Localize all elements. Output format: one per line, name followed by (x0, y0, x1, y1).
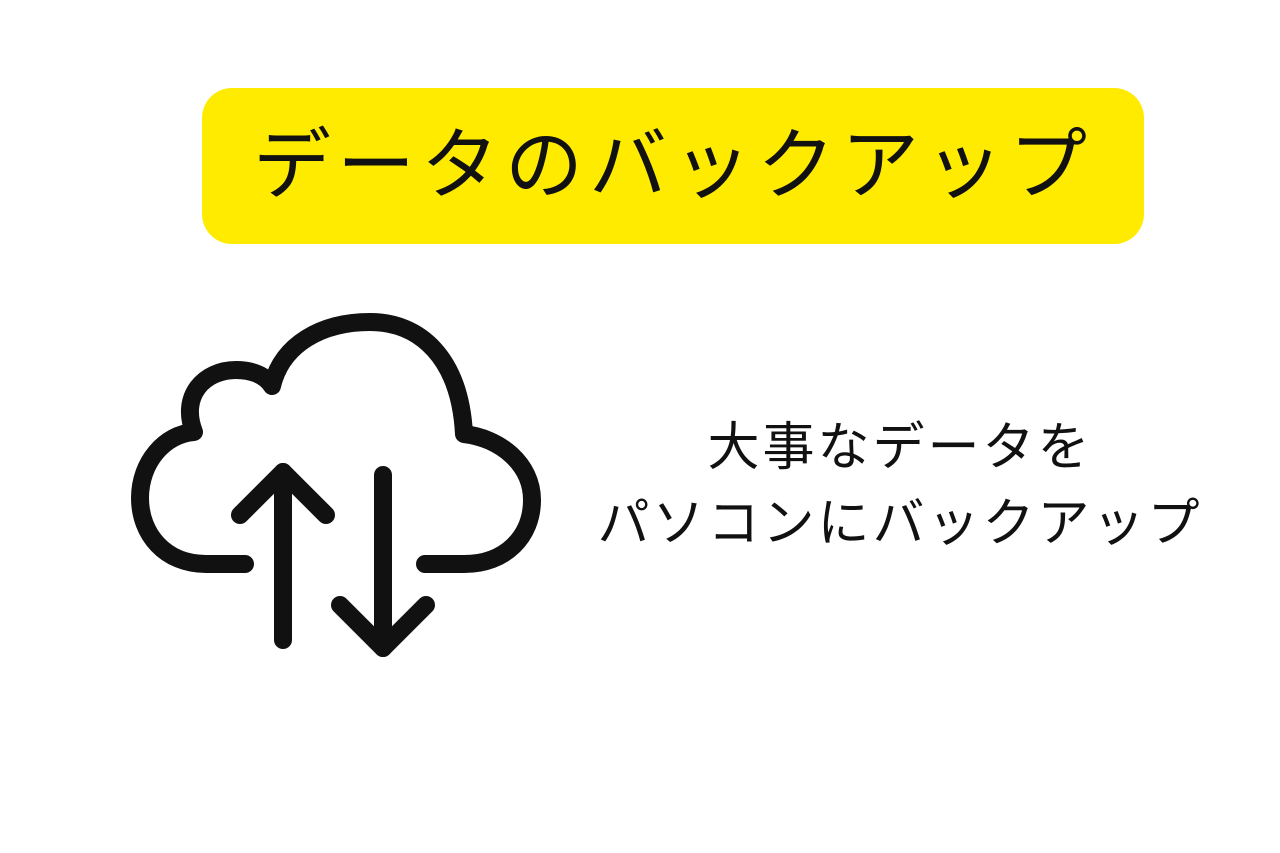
download-arrow-head (331, 596, 435, 657)
message-line-1: 大事なデータを (707, 418, 1093, 478)
cloud-outline (131, 313, 541, 573)
backup-message: 大事なデータを パソコンにバックアップ (560, 410, 1240, 562)
page-title: データのバックアップ (252, 121, 1093, 211)
cloud-sync-icon (131, 313, 541, 657)
message-line-2: パソコンにバックアップ (597, 494, 1203, 554)
upload-arrow-head (231, 463, 335, 524)
cloud-sync-strokes (131, 313, 541, 657)
title-banner: データのバックアップ (202, 88, 1144, 244)
